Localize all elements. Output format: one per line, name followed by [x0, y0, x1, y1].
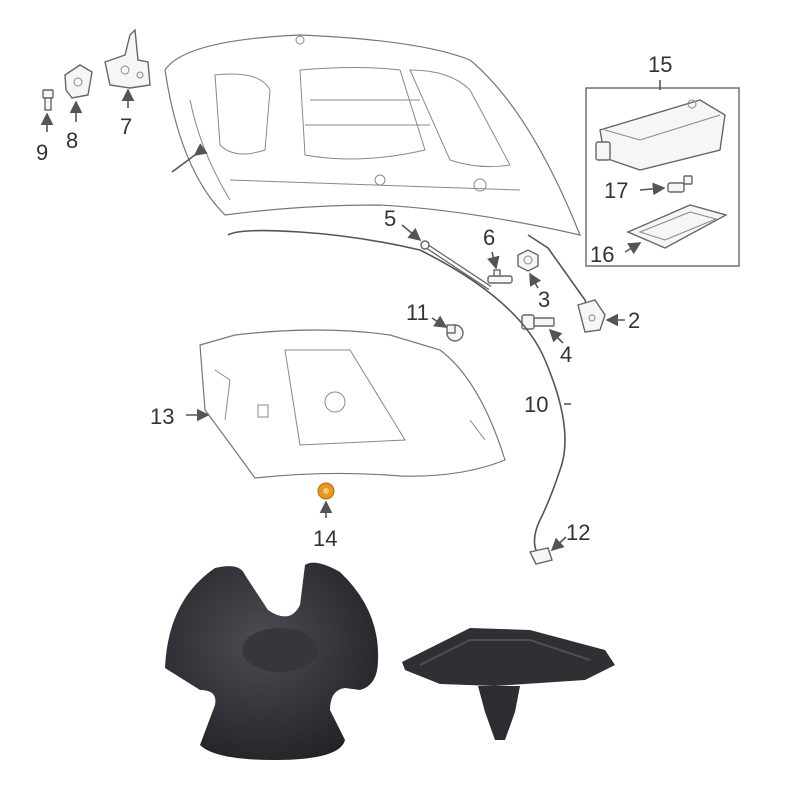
part-15-module — [595, 99, 726, 171]
clip-photo-side-view — [402, 628, 615, 740]
callout-14: 14 — [313, 526, 337, 551]
part-2-latch — [577, 299, 606, 333]
part-8-bracket — [64, 64, 93, 99]
callout-12: 12 — [566, 520, 590, 545]
release-cable — [419, 249, 566, 561]
hood-panel — [164, 34, 581, 236]
leader-6 — [487, 251, 500, 270]
leader-3 — [529, 272, 542, 289]
callout-13: 13 — [150, 404, 174, 429]
leader-11 — [431, 315, 448, 328]
callout-2: 2 — [628, 308, 640, 333]
callout-5: 5 — [384, 206, 396, 231]
clip-photo-top-view — [165, 562, 379, 760]
part-5-strut — [420, 240, 492, 291]
leader-12 — [550, 536, 567, 552]
inset-box — [585, 87, 740, 267]
part-11-bumper — [446, 324, 464, 342]
leader-5 — [401, 224, 422, 242]
leader-17 — [639, 182, 666, 196]
part-14-clip-highlight — [317, 482, 335, 500]
leader-4 — [548, 328, 564, 344]
leader-16 — [624, 242, 642, 255]
part-13-insulator — [199, 329, 506, 479]
callout-8: 8 — [66, 128, 78, 153]
part-12-handle — [528, 547, 553, 565]
callout-4: 4 — [560, 342, 572, 367]
callout-15: 15 — [648, 52, 672, 77]
callout-9: 9 — [36, 140, 48, 165]
part-17-connector — [667, 175, 693, 193]
part-3-nut — [517, 249, 539, 272]
prop-rod-line — [227, 229, 421, 251]
hood-leader — [171, 143, 208, 173]
callout-17: 17 — [604, 178, 628, 203]
callout-6: 6 — [483, 225, 495, 250]
part-4-bolt — [521, 314, 555, 330]
callout-7: 7 — [120, 114, 132, 139]
part-7-hinge — [104, 28, 151, 89]
part-6-pin — [487, 269, 513, 284]
callout-16: 16 — [590, 242, 614, 267]
part-16-tray — [626, 204, 728, 249]
part-9-bolt — [42, 89, 54, 111]
callout-10: 10 — [524, 392, 548, 417]
callout-3: 3 — [538, 287, 550, 312]
callout-11: 11 — [406, 300, 429, 325]
